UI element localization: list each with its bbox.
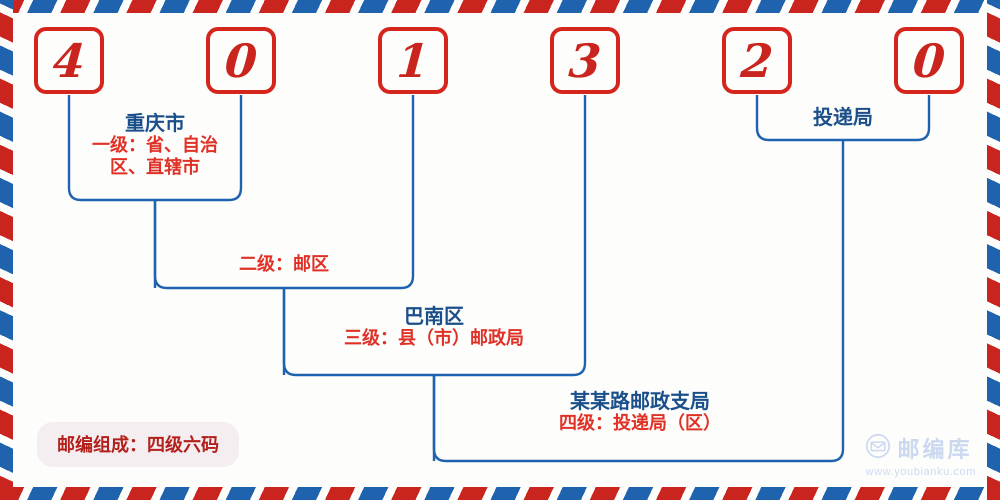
postcode-digit-1: 4 <box>51 33 87 88</box>
level-4-label: 某某路邮政支局 四级：投递局（区） <box>470 389 810 435</box>
level-4-subtitle: 四级：投递局（区） <box>559 413 721 434</box>
postcode-digit-box-3: 1 <box>378 27 448 94</box>
level-3-title: 巴南区 <box>404 304 464 328</box>
level-2-subtitle: 二级：邮区 <box>239 254 329 274</box>
postcode-digit-box-6: 0 <box>894 27 964 94</box>
delivery-office-label: 投递局 <box>743 105 943 129</box>
level-1-subtitle: 一级：省、自治区、直辖市 <box>92 135 218 178</box>
postcode-digit-4: 3 <box>567 33 603 88</box>
postcode-digit-3: 1 <box>395 33 431 88</box>
legend-badge: 邮编组成：四级六码 <box>37 422 239 467</box>
airmail-border-right <box>987 0 1000 500</box>
level-2-label: 二级：邮区 <box>184 254 384 276</box>
delivery-office-title: 投递局 <box>813 105 873 129</box>
watermark: 邮编库 www.youbianku.com <box>865 432 976 478</box>
postcode-digit-box-5: 2 <box>722 27 792 94</box>
airmail-border-top <box>0 0 1000 13</box>
level-3-subtitle: 三级：县（市）邮政局 <box>344 328 524 349</box>
level-1-title: 重庆市 <box>125 111 185 135</box>
postcode-digit-box-4: 3 <box>550 27 620 94</box>
postcode-digit-box-2: 0 <box>206 27 276 94</box>
postcode-digit-5: 2 <box>739 33 775 88</box>
watermark-url: www.youbianku.com <box>865 466 976 478</box>
level-1-label: 重庆市 一级：省、自治区、直辖市 <box>75 111 235 179</box>
airmail-border-left <box>0 0 13 500</box>
level-4-title: 某某路邮政支局 <box>570 389 710 413</box>
legend-text: 邮编组成：四级六码 <box>57 435 219 456</box>
watermark-brand: 邮编库 <box>897 437 973 462</box>
envelope-circle-icon <box>865 433 891 464</box>
level-3-label: 巴南区 三级：县（市）邮政局 <box>294 304 574 350</box>
postcode-digit-2: 0 <box>223 33 259 88</box>
postcode-digit-box-1: 4 <box>34 27 104 94</box>
airmail-border-bottom <box>0 487 1000 500</box>
postcode-digit-6: 0 <box>911 33 947 88</box>
